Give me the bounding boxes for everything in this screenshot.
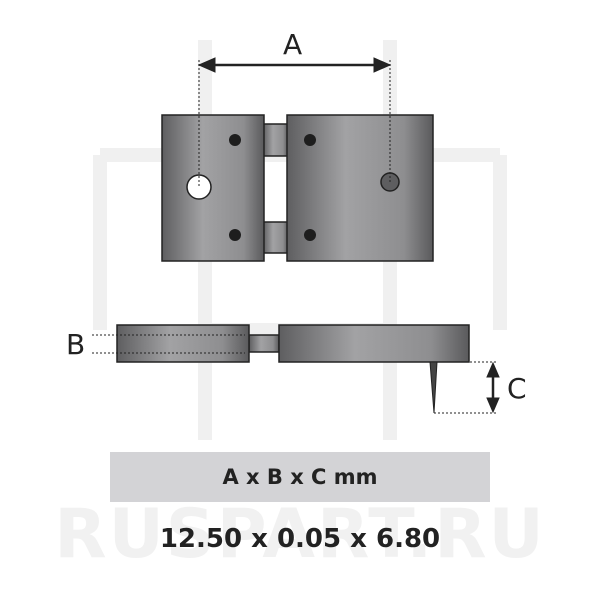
side-left-leaf [116, 324, 250, 363]
dimension-b [92, 334, 245, 354]
rivet [304, 229, 316, 241]
label-a: A [283, 28, 303, 61]
hinge-top-view [161, 60, 434, 262]
rivet [229, 134, 241, 146]
dimension-header: A x B x C mm [110, 452, 490, 502]
label-c: C [507, 372, 527, 405]
hinge-knuckle-top [262, 123, 289, 157]
dimension-values: 12.50 x 0.05 x 6.80 [159, 524, 441, 554]
watermark: RUSPART.RU [54, 495, 546, 574]
rivet [304, 134, 316, 146]
side-right-leaf [278, 324, 470, 363]
dimension-header-text: A x B x C mm [222, 465, 378, 489]
left-leaf [161, 114, 265, 262]
rivet [229, 229, 241, 241]
pin-tip [429, 361, 438, 414]
side-connector [248, 334, 280, 353]
label-b: B [66, 328, 86, 361]
pin-hole [186, 174, 212, 200]
hinge-knuckle-bottom [262, 221, 289, 254]
hinge-side-view [116, 324, 470, 414]
dimension-c [434, 361, 500, 414]
